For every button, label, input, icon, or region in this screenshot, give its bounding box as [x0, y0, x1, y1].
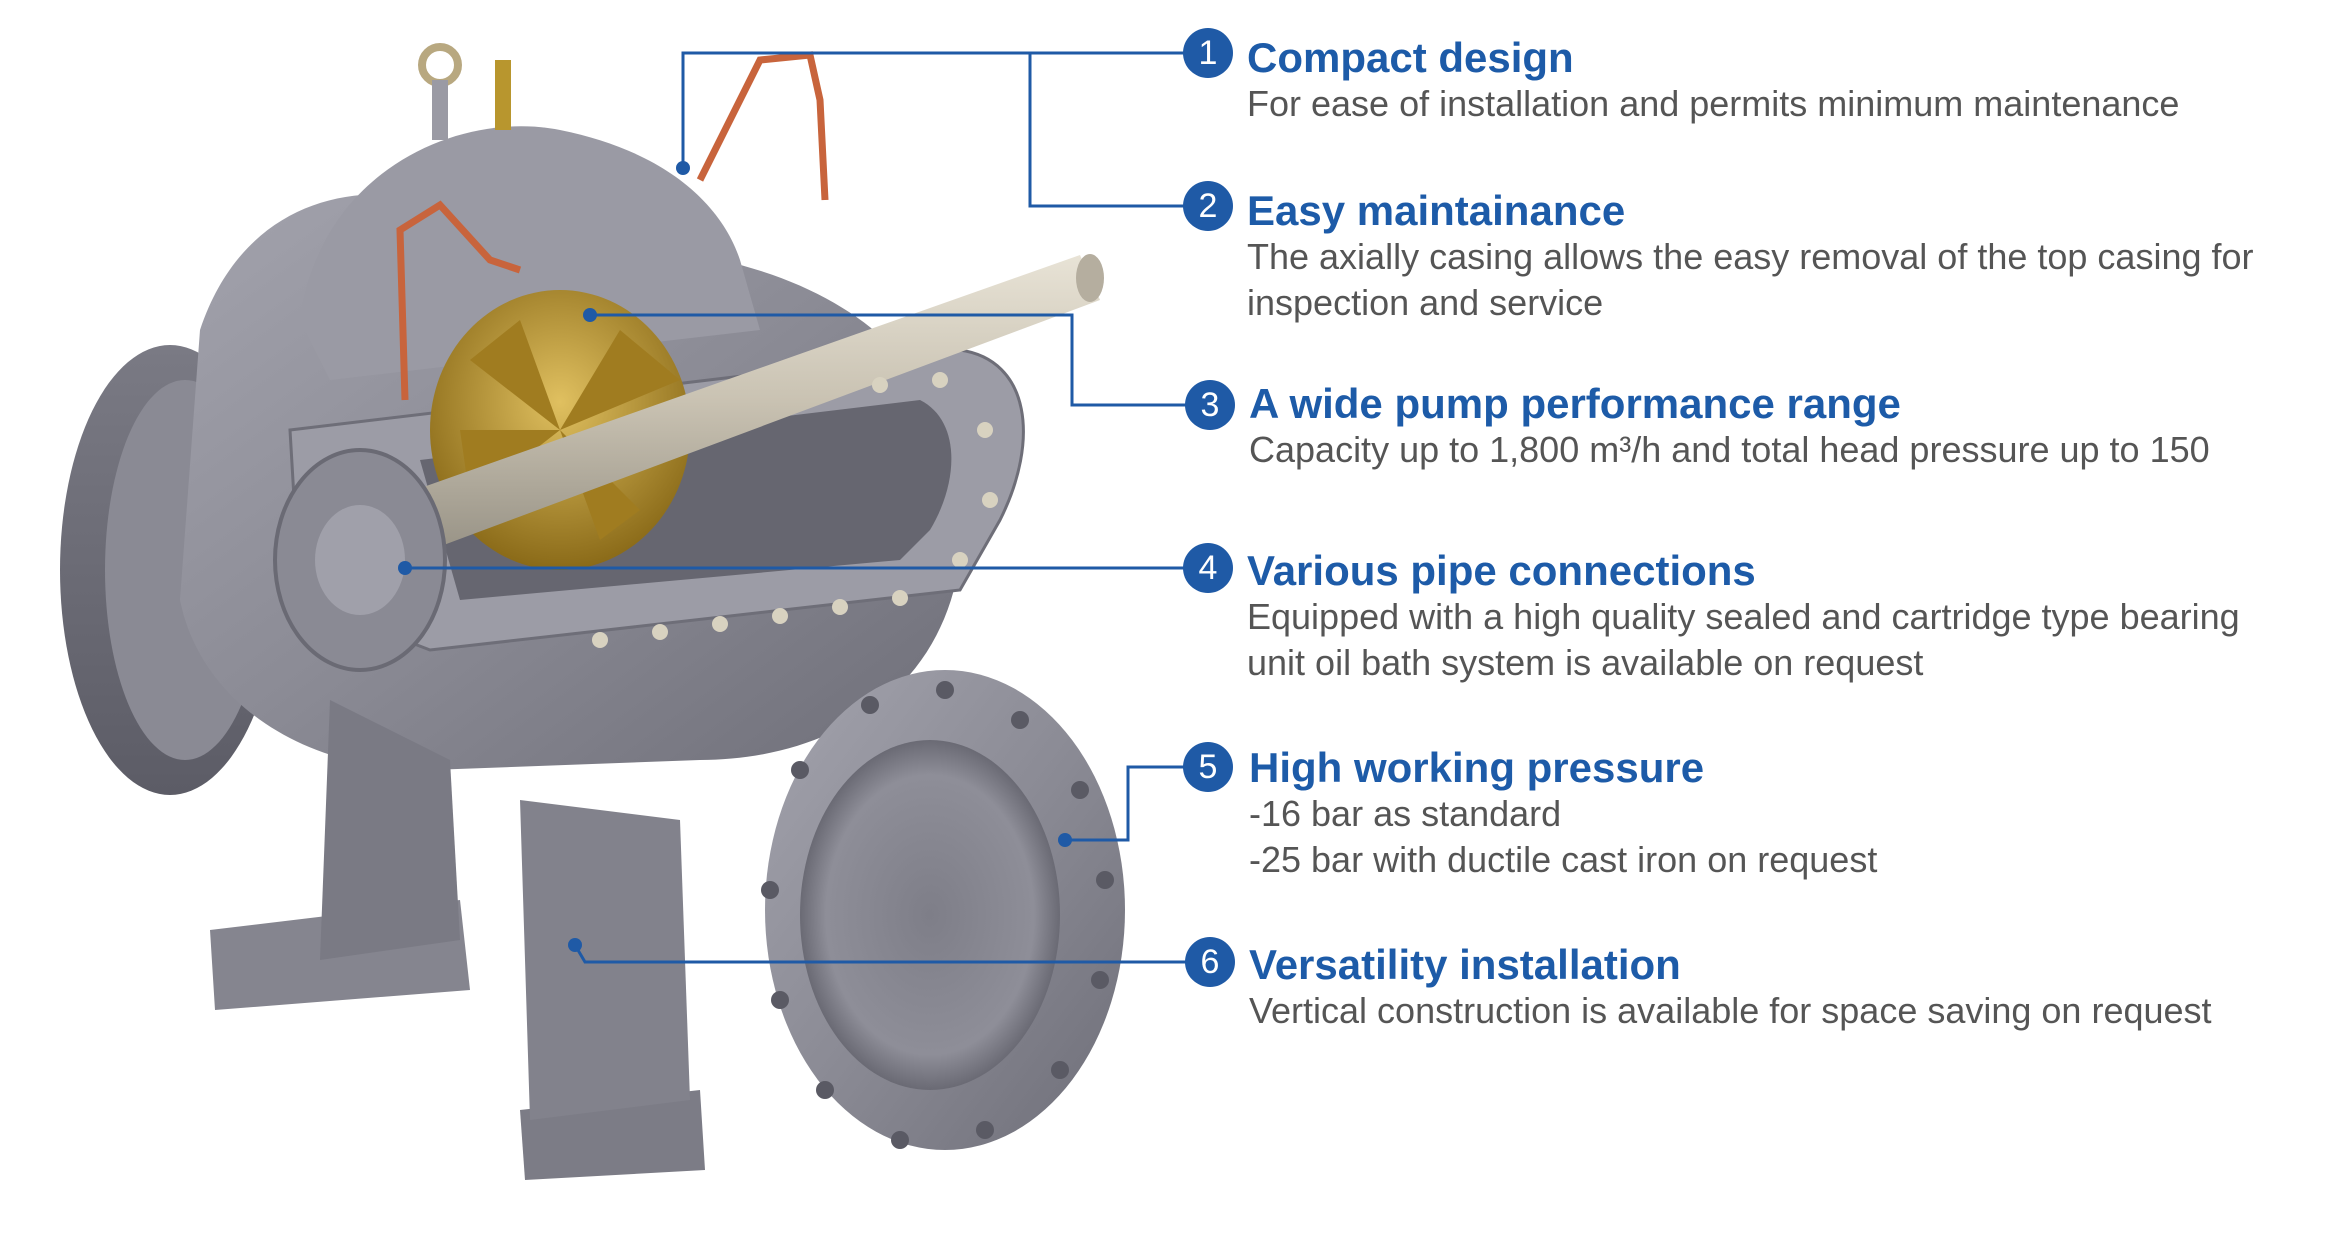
lifting-eye — [418, 43, 462, 87]
oil-pipe-left — [396, 200, 522, 401]
feature-description-line: Equipped with a high quality sealed and … — [1247, 596, 2240, 637]
leader-dot-6 — [568, 938, 582, 952]
feature-description: -16 bar as standard -25 bar with ductile… — [1249, 791, 1877, 883]
feature-number-badge: 2 — [1183, 181, 1233, 231]
feature-number-badge: 1 — [1183, 28, 1233, 78]
oil-pipe-right — [696, 51, 829, 201]
feature-description-line: -16 bar as standard — [1249, 793, 1562, 834]
feature-title: Compact design — [1247, 34, 1574, 81]
feature-number-badge: 4 — [1183, 543, 1233, 593]
feature-description-line: Vertical construction is available for s… — [1249, 990, 2212, 1031]
flange-bolts — [592, 372, 1114, 1149]
feature-title: Versatility installation — [1249, 941, 1681, 988]
leader-dots — [398, 161, 1072, 952]
upper-casing — [300, 126, 760, 380]
leader-dot-4 — [398, 561, 412, 575]
leader-line-2 — [1028, 53, 1192, 208]
feature-number-badge: 3 — [1185, 380, 1235, 430]
leader-line-5 — [1065, 765, 1192, 842]
feature-description-line: For ease of installation and permits min… — [1247, 83, 2180, 124]
leader-dot-5 — [1058, 833, 1072, 847]
vent-valve — [495, 60, 511, 130]
feature-description-line: -25 bar with ductile cast iron on reques… — [1249, 839, 1878, 880]
feature-description-line: Capacity up to 1,800 m³/h and total head… — [1249, 429, 2210, 470]
feature-number-badge: 6 — [1185, 937, 1235, 987]
leader-line-1 — [681, 51, 1192, 168]
leader-dot-1 — [676, 161, 690, 175]
feature-description: The axially casing allows the easy remov… — [1247, 234, 2254, 326]
feature-title: High working pressure — [1249, 744, 1705, 791]
feature-description-line: inspection and service — [1247, 282, 1604, 323]
feature-description: Capacity up to 1,800 m³/h and total head… — [1249, 427, 2210, 473]
feature-description: Equipped with a high quality sealed and … — [1247, 594, 2240, 686]
feature-title: A wide pump performance range — [1249, 380, 1901, 427]
discharge-bore — [800, 740, 1060, 1090]
feature-description: For ease of installation and permits min… — [1247, 81, 2179, 127]
leader-dot-3 — [583, 308, 597, 322]
feature-description-line: The axially casing allows the easy remov… — [1247, 236, 2254, 277]
pump-shaft — [330, 255, 1100, 580]
leader-line-3 — [590, 313, 1195, 407]
pump-body — [60, 43, 1125, 1180]
feature-number-badge: 5 — [1183, 742, 1233, 792]
feature-title: Various pipe connections — [1247, 547, 1756, 594]
feature-description: Vertical construction is available for s… — [1249, 988, 2212, 1034]
feature-description-line: unit oil bath system is available on req… — [1247, 642, 1924, 683]
feature-title: Easy maintainance — [1247, 187, 1626, 234]
